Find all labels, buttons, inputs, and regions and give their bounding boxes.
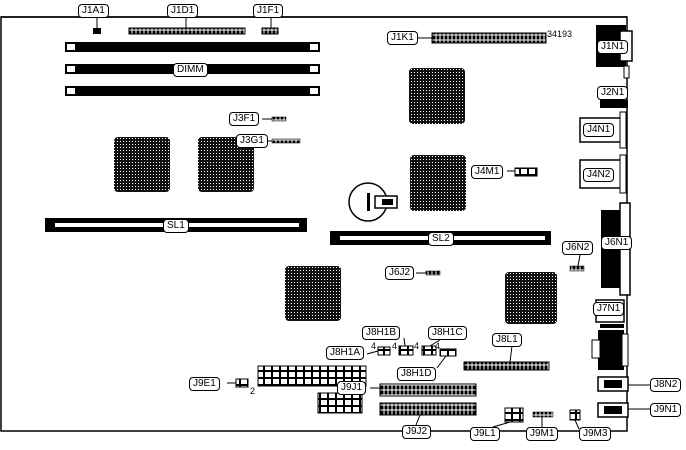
pin-marker-j8h1a: 4 <box>371 341 377 351</box>
label-j1f1: J1F1 <box>253 4 284 18</box>
label-j3g1: J3G1 <box>236 134 268 148</box>
label-j8h1d: J8H1D <box>397 367 436 381</box>
battery <box>348 182 398 222</box>
label-sl1: SL1 <box>163 219 189 233</box>
label-j8h1a: J8H1A <box>326 346 365 360</box>
j6j2-jumper <box>425 270 441 276</box>
label-j9j1: J9J1 <box>337 381 367 395</box>
j9n1-connector <box>597 402 629 418</box>
label-j8l1: J8L1 <box>492 333 522 347</box>
label-j8h1b: J8H1B <box>362 326 401 340</box>
label-j7n1: J7N1 <box>593 302 625 316</box>
label-j9l1: J9L1 <box>470 427 500 441</box>
chip-left-1 <box>114 137 170 192</box>
j9m1-jumper <box>532 411 554 418</box>
pin-marker-j8h1b: 4 <box>392 341 398 351</box>
j8h1b-jumper <box>398 345 414 356</box>
label-sl2: SL2 <box>428 232 454 246</box>
j8n2-connector <box>597 376 629 392</box>
label-j8n2: J8N2 <box>650 378 682 392</box>
j9m3-jumper <box>569 409 581 421</box>
j7n2-connector <box>591 330 629 370</box>
label-j3f1: J3F1 <box>229 112 260 126</box>
j8h1a-jumper <box>377 346 391 356</box>
label-j9e1: J9E1 <box>189 377 220 391</box>
pin-marker-j8h1c: 4 <box>414 341 420 351</box>
label-j9j2: J9J2 <box>402 425 432 439</box>
chip-center <box>410 155 466 211</box>
label-j9m3: J9M3 <box>579 427 612 441</box>
j2n1-connector <box>600 100 628 108</box>
label-j9m1: J9M1 <box>526 427 559 441</box>
label-j4m1: J4M1 <box>471 165 504 179</box>
dimm-slot-3 <box>65 86 320 96</box>
label-j4n2: J4N2 <box>583 168 615 182</box>
pin-marker-j9e1: 2 <box>250 386 256 396</box>
diagram-code: 34193 <box>547 29 573 39</box>
power-header-2 <box>317 392 363 414</box>
j9j2-header <box>379 402 477 416</box>
label-j1k1: J1K1 <box>387 31 418 45</box>
label-j2n1: J2N1 <box>597 86 629 100</box>
label-j6n2: J6N2 <box>562 241 594 255</box>
chip-lower-left <box>285 266 341 321</box>
label-j1n1: J1N1 <box>597 40 629 54</box>
j9e1-jumper <box>235 378 249 388</box>
label-j6n1: J6N1 <box>601 236 633 250</box>
pin-marker-j8h1d: 4 <box>435 341 441 351</box>
j3g1-jumper <box>271 138 301 144</box>
j3f1-jumper <box>271 116 287 122</box>
j1d1-header <box>128 27 246 35</box>
chip-lower-right <box>505 272 557 324</box>
label-j9n1: J9N1 <box>650 403 682 417</box>
label-j1d1: J1D1 <box>167 4 199 18</box>
label-j4n1: J4N1 <box>583 123 615 137</box>
label-dimm: DIMM <box>173 63 208 77</box>
j9j1-header <box>379 383 477 397</box>
label-j6j2: J6J2 <box>385 266 415 280</box>
j8l1-header <box>463 361 550 371</box>
dimm-slot-1 <box>65 42 320 52</box>
j6n2-jumper <box>569 265 585 272</box>
j9l1-header <box>504 407 524 423</box>
j8h1d-jumper <box>439 348 457 357</box>
j4m1-header <box>514 167 538 177</box>
label-j1a1: J1A1 <box>78 4 109 18</box>
j1k1-header <box>431 32 547 44</box>
chip-top-center <box>409 68 465 124</box>
j8h1c-jumper <box>421 345 437 356</box>
j1a1-header <box>93 28 101 34</box>
j1f1-header <box>261 27 279 35</box>
chip-left-2 <box>198 137 254 192</box>
label-j8h1c: J8H1C <box>428 326 467 340</box>
